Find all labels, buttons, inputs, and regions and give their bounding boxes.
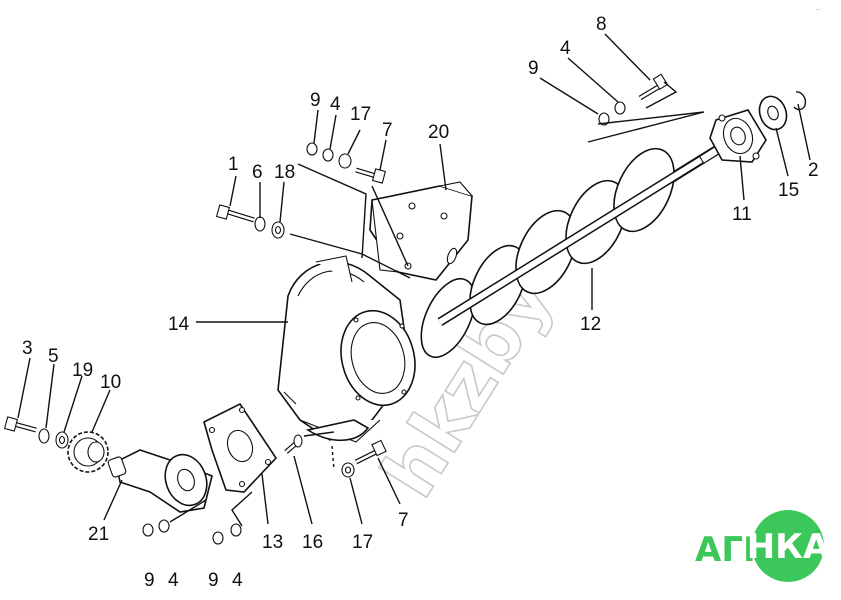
washer-18-hole [274,225,282,235]
nut-9-bottom-b [212,531,224,545]
nut-9-bottom-a [142,523,154,537]
callout-4-bottom-b: 4 [232,570,243,591]
callout-17-top: 17 [350,104,371,125]
callout-19: 19 [72,360,93,381]
washer-4-mid [322,148,334,162]
bolt-8 [638,73,669,101]
assembly-line-bolt-16 [303,431,335,437]
washer-17-bottom-hole [344,466,352,474]
washer-4-bottom-b [230,523,242,537]
callout-12: 12 [580,314,601,335]
nut-9-top [598,112,610,126]
bolt-3 [3,416,37,433]
assembly-line-bolt-8 [645,81,678,109]
assembly-line-bottom-center [331,445,335,471]
agronka-logo: АГРО НКА [695,510,830,582]
callout-14: 14 [168,314,190,335]
callout-5: 5 [48,346,59,367]
auger-housing-chute [277,255,416,443]
callout-10: 10 [100,372,121,393]
leader-lines [17,33,811,525]
callout-13: 13 [262,532,283,553]
logo-badge-circle [752,510,824,582]
callout-21: 21 [88,524,109,545]
assembly-line-bolt-7-mid [297,163,409,267]
bolt-7-bottom [354,439,387,465]
washer-17-mid [338,153,352,169]
bolt-16 [284,434,303,454]
washer-4-top [614,101,626,115]
washer-6 [254,216,266,232]
callout-4-top-right: 4 [560,38,571,59]
callout-4-top-middle: 4 [330,94,341,115]
callout-2: 2 [808,160,819,181]
callout-15: 15 [778,180,799,201]
angle-gearbox [107,449,213,513]
callout-6: 6 [252,162,263,183]
callout-9-top-right: 9 [528,58,539,79]
washer-19-hole [58,435,66,445]
circlip [793,91,807,111]
bolt-1 [215,204,255,223]
nut-9-mid [306,142,318,156]
logo-badge-text: НКА [747,527,830,567]
callout-20: 20 [428,122,449,143]
callout-3: 3 [22,338,33,359]
assembly-line-top-right [587,111,705,143]
callout-11: 11 [732,204,752,225]
washer-4-bottom-a [158,519,170,533]
callout-7-top: 7 [382,120,393,141]
assembly-lines-bottom [169,491,253,527]
callout-9-top-middle: 9 [310,90,321,111]
mounting-plate [203,402,278,493]
bearing-flange-housing [709,109,767,163]
callout-4-bottom-a: 4 [168,570,179,591]
callout-9-bottom-a: 9 [144,570,155,591]
corner-mark: ... [816,6,821,12]
sprocket [67,431,109,473]
callout-1: 1 [228,154,239,175]
callout-9-bottom-b: 9 [208,570,219,591]
callout-8: 8 [596,14,607,35]
bearing [758,95,788,131]
callout-17-bottom: 17 [352,532,373,553]
washer-5 [38,428,50,444]
auger-shaft [420,143,724,358]
callout-16: 16 [302,532,323,553]
bolt-7-mid [355,167,387,184]
callout-18: 18 [274,162,295,183]
callout-7-bottom: 7 [398,510,409,531]
